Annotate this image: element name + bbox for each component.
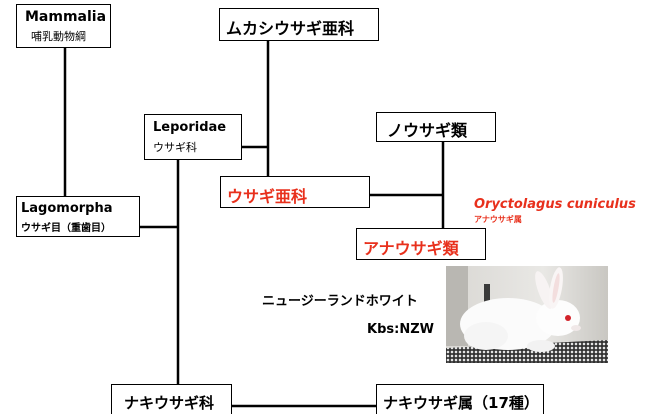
- nakiusagi-genus-label: ナキウサギ属（17種）: [383, 394, 539, 412]
- lagomorpha-box: [16, 196, 140, 237]
- breed-name: ニュージーランドホワイト: [262, 294, 418, 309]
- usagi-subfamily-box: [220, 176, 370, 208]
- leporidae-latin: Leporidae: [153, 120, 227, 135]
- mammalia-japanese: 哺乳動物綱: [31, 30, 86, 43]
- anausagi-label: アナウサギ類: [363, 239, 459, 258]
- nakiusagi-genus-box: [376, 384, 544, 414]
- nousagi-label: ノウサギ類: [387, 121, 468, 140]
- leporidae-box: [144, 114, 242, 160]
- strain-name: Kbs:NZW: [367, 322, 434, 337]
- mammalia-latin: Mammalia: [25, 9, 107, 25]
- lagomorpha-japanese: ウサギ目（重歯目）: [21, 223, 111, 234]
- species-latin: Oryctolagus cuniculus: [474, 197, 636, 212]
- nakiusagi-family-box: [111, 384, 232, 414]
- usagi-subfamily-label: ウサギ亜科: [227, 187, 308, 206]
- leporidae-japanese: ウサギ科: [153, 141, 197, 154]
- mukashi-label: ムカシウサギ亜科: [226, 19, 355, 38]
- species-japanese: アナウサギ属: [474, 215, 522, 224]
- nakiusagi-family-label: ナキウサギ科: [124, 394, 215, 412]
- mammalia-box: [16, 4, 111, 48]
- white-rabbit-illustration: [446, 266, 608, 363]
- nousagi-box: [376, 112, 496, 142]
- rabbit-photo: [446, 266, 608, 363]
- lagomorpha-latin: Lagomorpha: [21, 201, 113, 216]
- mukashi-box: [219, 8, 379, 41]
- anausagi-box: [356, 228, 486, 260]
